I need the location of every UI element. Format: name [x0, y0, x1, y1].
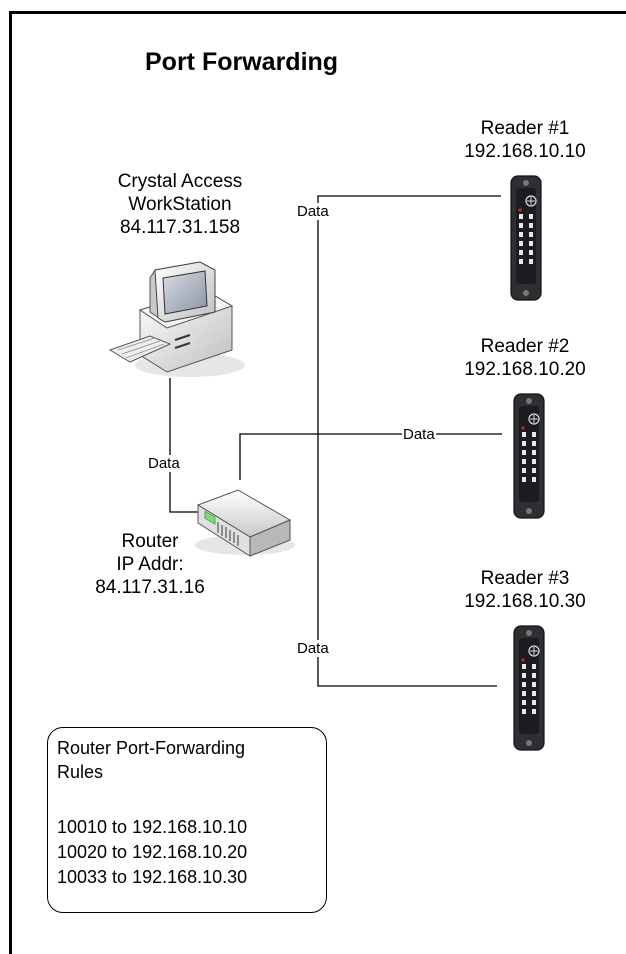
diagram-frame: [9, 11, 626, 954]
workstation-name-line2: WorkStation: [128, 194, 232, 215]
router-ip-label: IP Addr:: [116, 554, 184, 575]
reader-1-device-icon: [510, 175, 542, 301]
rule-item: 10020 to 192.168.10.20: [57, 842, 248, 862]
diagram-canvas: [108, 175, 545, 751]
reader-1-name: Reader #1: [480, 118, 570, 139]
reader-1-label: Reader #1 192.168.10.10: [430, 117, 620, 163]
router-ip: 84.117.31.16: [95, 577, 205, 598]
reader-2-ip: 192.168.10.20: [464, 359, 586, 380]
reader-3-ip: 192.168.10.30: [464, 591, 586, 612]
rules-title-line2: Rules: [57, 762, 104, 782]
workstation-computer-icon: [108, 261, 245, 377]
reader-3-label: Reader #3 192.168.10.30: [430, 567, 620, 613]
link-label-workstation-router: Data: [147, 455, 181, 472]
workstation-label: Crystal Access WorkStation 84.117.31.158: [80, 170, 280, 239]
router-name: Router: [121, 531, 179, 552]
reader-1-ip: 192.168.10.10: [464, 141, 586, 162]
router-icon: [195, 489, 295, 557]
rule-item: 10010 to 192.168.10.10: [57, 817, 248, 837]
link-workstation-router: [169, 378, 200, 513]
reader-3-name: Reader #3: [480, 568, 570, 589]
rule-item: 10033 to 192.168.10.30: [57, 867, 248, 887]
router-label: Router IP Addr: 84.117.31.16: [60, 530, 240, 599]
reader-2-name: Reader #2: [480, 336, 570, 357]
link-label-reader2: Data: [402, 426, 436, 443]
reader-2-device-icon: [513, 393, 545, 519]
link-label-reader3: Data: [296, 640, 330, 657]
link-router-reader2: [239, 433, 502, 480]
link-trunk-reader1-reader3: [317, 195, 501, 687]
workstation-name-line1: Crystal Access: [117, 171, 243, 192]
rules-title-line1: Router Port-Forwarding: [57, 738, 246, 758]
workstation-ip: 84.117.31.158: [119, 217, 241, 238]
page-title: Port Forwarding: [145, 48, 339, 76]
link-label-reader1: Data: [296, 203, 330, 220]
port-forwarding-rules-box: Router Port-Forwarding Rules 10010 to 19…: [47, 727, 327, 913]
reader-2-label: Reader #2 192.168.10.20: [430, 335, 620, 381]
reader-3-device-icon: [513, 625, 545, 751]
